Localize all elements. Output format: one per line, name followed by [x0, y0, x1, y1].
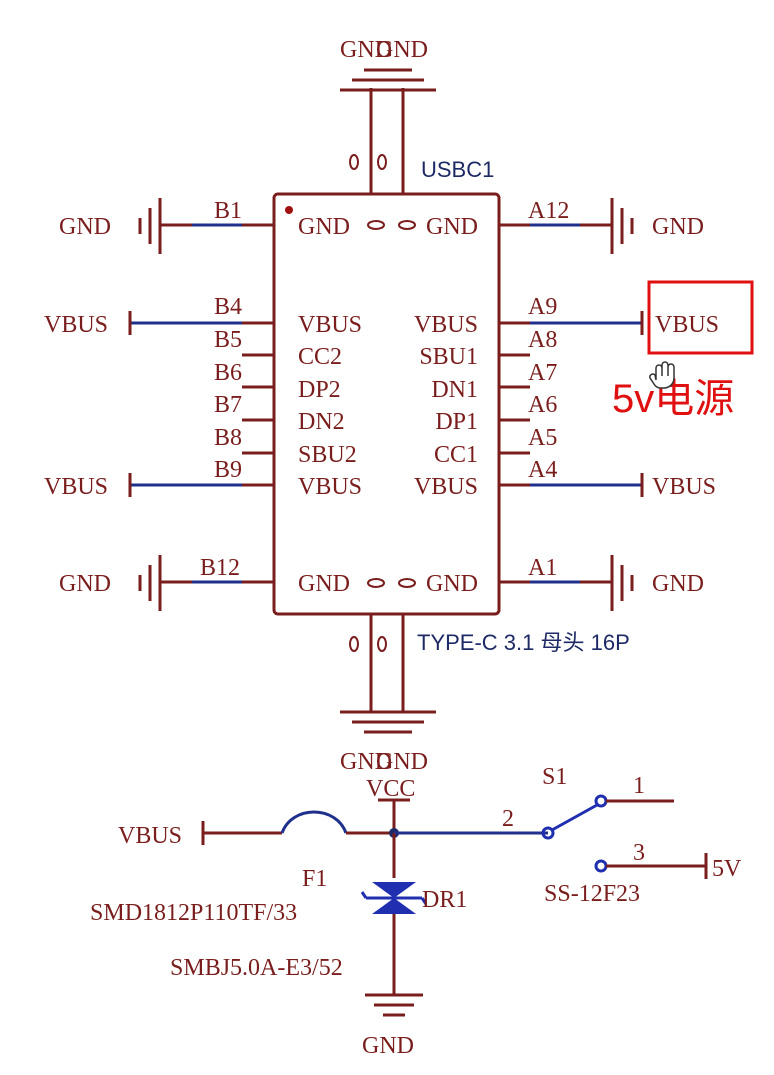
- net-label-b1-gnd: GND: [59, 214, 111, 240]
- pin-name-b7: DN2: [298, 409, 345, 435]
- top-right-shield-gnd-label: GND: [376, 37, 428, 63]
- vbus-input-net-label: VBUS: [118, 823, 182, 849]
- top-left-shield-gnd-label: GND: [340, 37, 392, 63]
- pin-name-a7: DN1: [431, 377, 478, 403]
- pin-number-b8: B8: [214, 425, 242, 451]
- pin-name-a12: GND: [426, 214, 478, 240]
- bottom-right-shield-gnd-label: GND: [376, 749, 428, 775]
- pin-number-a8: A8: [528, 327, 557, 353]
- connector-description: TYPE-C 3.1 母头 16P: [417, 630, 630, 655]
- connector-outline: [272, 192, 501, 616]
- connector-designator: USBC1: [421, 157, 494, 182]
- switch-pin3-label: 3: [633, 840, 645, 866]
- pin-name-b9: VBUS: [298, 474, 362, 500]
- pin-number-a4: A4: [528, 457, 557, 483]
- bottom-shield-ground: GND GND: [340, 614, 436, 775]
- pin-name-a6: DP1: [435, 409, 478, 435]
- bottom-left-shield-gnd-label: GND: [340, 749, 392, 775]
- net-label-a9-vbus: VBUS: [655, 312, 719, 338]
- annotation-5v-power: 5v电源: [612, 377, 734, 421]
- pin-number-a1: A1: [528, 555, 557, 581]
- pin-number-a12: A12: [528, 198, 569, 224]
- pin-name-a4: VBUS: [414, 474, 478, 500]
- pin-number-a7: A7: [528, 360, 557, 386]
- pin-number-b1: B1: [214, 198, 242, 224]
- net-label-a4-vbus: VBUS: [652, 474, 716, 500]
- tvs-diode-symbol: [360, 882, 428, 914]
- tvs-part-number: SMBJ5.0A-E3/52: [170, 955, 343, 981]
- pin-number-b9: B9: [214, 457, 242, 483]
- fuse-part-number: SMD1812P110TF/33: [90, 900, 297, 926]
- pin-name-b5: CC2: [298, 344, 342, 370]
- net-label-a12-gnd: GND: [652, 214, 704, 240]
- switch-pin1-label: 1: [633, 773, 645, 799]
- switch-part-number: SS-12F23: [544, 881, 640, 907]
- net-label-a1-gnd: GND: [652, 571, 704, 597]
- fuse-designator: F1: [302, 866, 327, 892]
- pin-number-b4: B4: [214, 294, 242, 320]
- switch-pin2-label: 2: [502, 806, 514, 832]
- pin-number-b6: B6: [214, 360, 242, 386]
- pin-name-b6: DP2: [298, 377, 341, 403]
- pin-number-a5: A5: [528, 425, 557, 451]
- net-label-b4-vbus: VBUS: [44, 312, 108, 338]
- pin-number-b5: B5: [214, 327, 242, 353]
- top-shield-ground: GND GND: [340, 37, 436, 193]
- net-label-b9-vbus: VBUS: [44, 474, 108, 500]
- pin-name-b8: SBU2: [298, 442, 357, 468]
- net-label-b12-gnd: GND: [59, 571, 111, 597]
- vcc-net-label: VCC: [366, 776, 415, 802]
- highlight-box: [647, 280, 754, 355]
- pin1-marker: [285, 206, 293, 214]
- power-input-circuit: [201, 794, 708, 1017]
- pin-name-a8: SBU1: [419, 344, 478, 370]
- fuse-symbol: [280, 810, 348, 834]
- pin-name-b1: GND: [298, 214, 350, 240]
- pin-number-b12: B12: [200, 555, 240, 581]
- pin-name-a9: VBUS: [414, 312, 478, 338]
- switch-lever: [551, 803, 598, 832]
- pin-name-a5: CC1: [434, 442, 478, 468]
- left-ground-symbols: [128, 198, 162, 611]
- output-5v-net-label: 5V: [712, 856, 742, 882]
- pin-number-b7: B7: [214, 392, 242, 418]
- pin-name-b12: GND: [298, 571, 350, 597]
- switch-designator: S1: [542, 764, 567, 790]
- tvs-designator: DR1: [422, 887, 467, 913]
- hand-cursor-icon: [649, 361, 675, 389]
- right-pins: A12 A9 A8 A7 A6 A5 A4 A1 GND VBUS SBU1 D…: [414, 198, 642, 597]
- usbc-connector-body: USBC1 TYPE-C 3.1 母头 16P: [272, 157, 630, 655]
- pin-number-a9: A9: [528, 294, 557, 320]
- right-ground-symbols: [610, 198, 644, 611]
- pin-name-b4: VBUS: [298, 312, 362, 338]
- pin-number-a6: A6: [528, 392, 557, 418]
- left-pins: B1 B4 B5 B6 B7 B8 B9 B12 GND VBUS CC2 DP…: [130, 198, 362, 597]
- pin-name-a1: GND: [426, 571, 478, 597]
- bottom-gnd-label: GND: [362, 1033, 414, 1059]
